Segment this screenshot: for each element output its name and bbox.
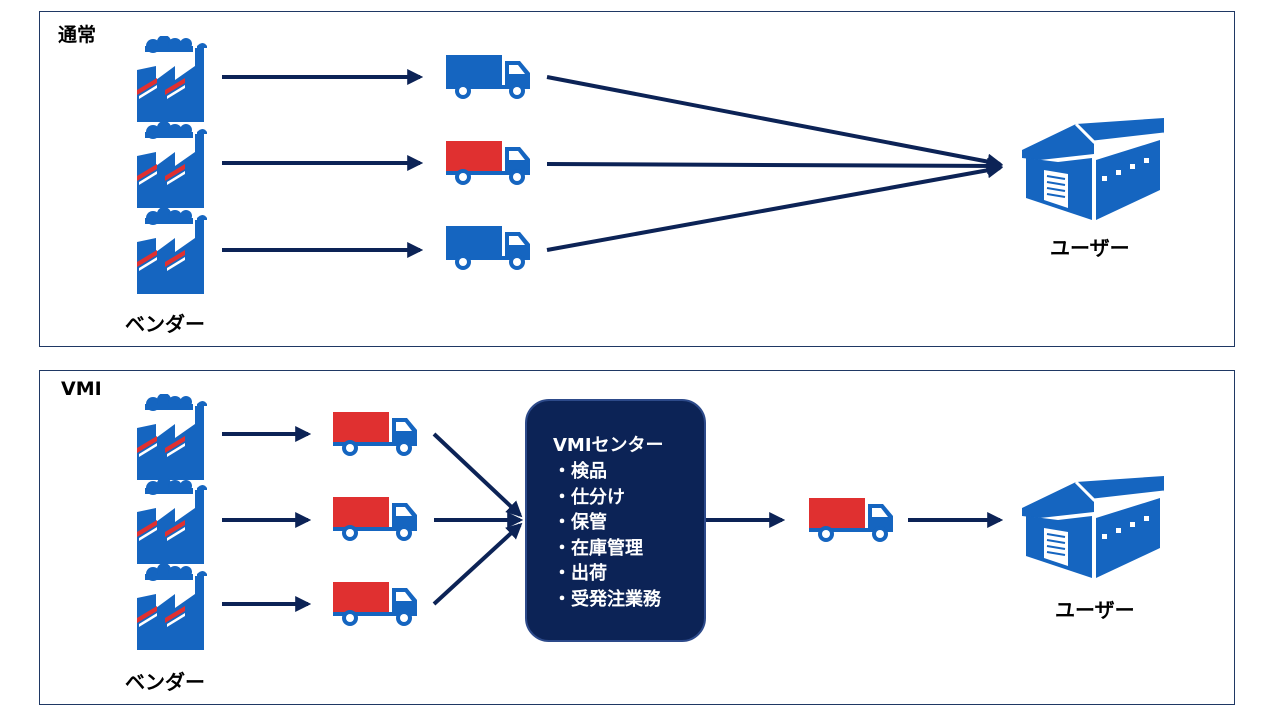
arrow-truck1-user [546, 75, 1004, 170]
normal-panel-title: 通常 [58, 24, 97, 46]
warehouse-icon [1022, 110, 1164, 220]
factory-icon [137, 208, 207, 294]
vmi-center-item: ・在庫管理 [553, 537, 643, 559]
truck-icon [333, 495, 419, 541]
vmi-center-item: ・仕分け [553, 486, 625, 508]
vmi-center-item: ・出荷 [553, 563, 607, 584]
factory-icon [137, 36, 207, 122]
vmi-center-item: ・検品 [553, 461, 607, 482]
truck-icon [809, 496, 895, 542]
truck-icon [446, 224, 532, 270]
arrow-vmi-truck1-center [432, 432, 523, 518]
vmi-vendor-label: ベンダー [125, 670, 205, 694]
truck-icon [333, 580, 419, 626]
arrow-vmi-truck3-center [432, 522, 523, 606]
vmi-center-title: VMIセンター [553, 435, 664, 456]
truck-icon [333, 410, 419, 456]
arrow-truck2-user [546, 157, 1004, 174]
vmi-user-label: ユーザー [1055, 598, 1135, 622]
vmi-panel-title: VMI [61, 378, 102, 400]
arrow-truck3-user [546, 162, 1004, 252]
factory-icon [137, 394, 207, 480]
vmi-center-item: ・保管 [553, 512, 607, 533]
factory-icon [137, 478, 207, 564]
truck-icon [446, 53, 532, 99]
vmi-center-item: ・受発注業務 [553, 588, 661, 610]
normal-vendor-label: ベンダー [125, 312, 205, 336]
truck-icon [446, 139, 532, 185]
warehouse-icon [1022, 468, 1164, 578]
factory-icon [137, 122, 207, 208]
factory-icon [137, 564, 207, 650]
normal-user-label: ユーザー [1050, 236, 1130, 260]
vmi-center-box: VMIセンター ・検品 ・仕分け ・保管 ・在庫管理 ・出荷 ・受発注業務 [525, 399, 706, 642]
